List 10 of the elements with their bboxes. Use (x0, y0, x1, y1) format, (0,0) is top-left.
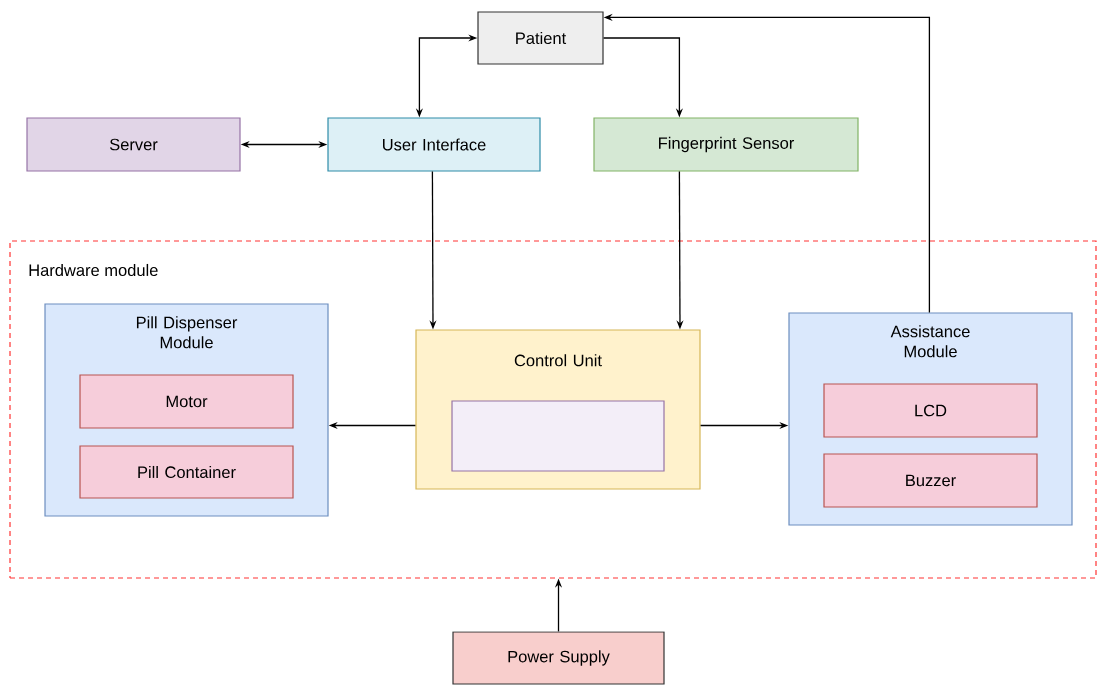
process-box: Server (26, 117, 241, 172)
process-box: Power Supply (452, 631, 665, 685)
process-box: User Interface (327, 117, 541, 172)
component-box: LCD (823, 383, 1038, 438)
component-box: Pill Container (79, 445, 294, 499)
process-box: Patient (477, 11, 604, 65)
component-box (451, 400, 665, 472)
component-box: Buzzer (823, 453, 1038, 508)
process-box: Fingerprint Sensor (593, 117, 859, 172)
component-box: Motor (79, 374, 294, 429)
